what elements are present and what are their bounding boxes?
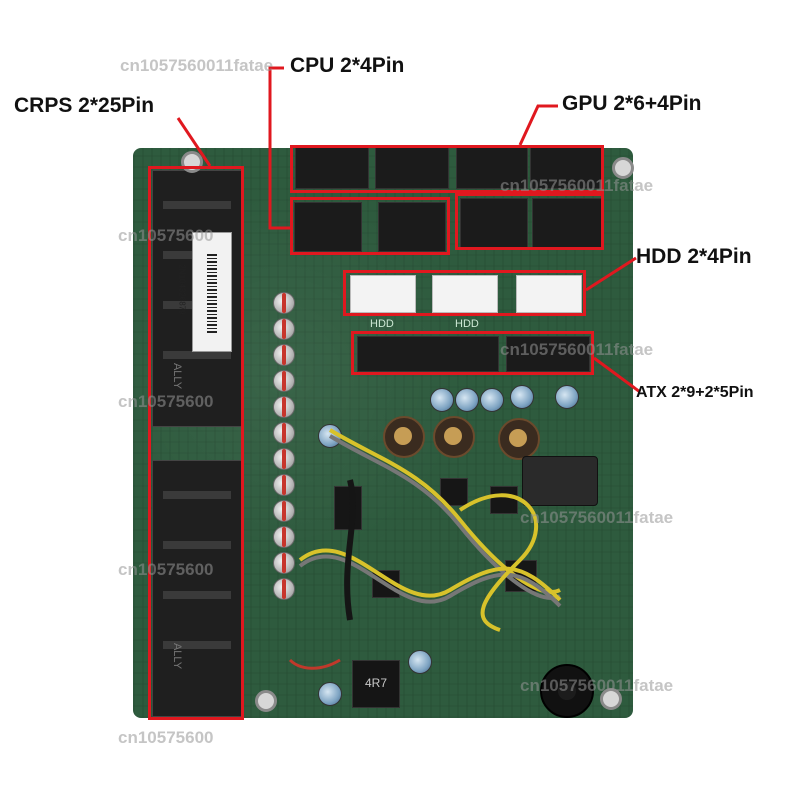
capacitor-blue [510, 385, 534, 409]
capacitor [273, 396, 295, 418]
atx-connector [506, 336, 590, 372]
wire-black [344, 479, 356, 621]
hdd-leader [585, 256, 637, 292]
capacitor-blue [480, 388, 504, 412]
crps-pin-row [163, 541, 231, 549]
hdd-connector [516, 275, 582, 313]
crps-pin-row [163, 201, 231, 209]
capacitor [273, 526, 295, 548]
watermark: cn1057560011fatae [500, 176, 654, 195]
watermark: cn10575600 [118, 392, 214, 411]
watermark: cn1057560011fatae [520, 508, 674, 527]
inductor-label: 4R7 [364, 676, 387, 690]
atx-connector [357, 336, 499, 372]
atx-label: ATX 2*9+2*5Pin [636, 384, 754, 401]
watermark: cn10575600 [118, 226, 214, 245]
gpu-connector [530, 147, 602, 189]
gpu-connector [456, 147, 528, 189]
buzzer [540, 664, 594, 718]
serial-sticker: 2N104326879 [178, 232, 232, 352]
inductor-coil [383, 416, 425, 458]
gpu-connector [532, 198, 602, 248]
watermark: cn1057560011fatae [500, 340, 654, 359]
gpu-highlight-box-top [290, 145, 604, 193]
inductor-4r7: 4R7 [352, 660, 400, 708]
crps-pin-row [163, 351, 231, 359]
cpu-connector [294, 202, 362, 252]
capacitor-blue [430, 388, 454, 412]
gpu-leader [518, 104, 558, 146]
hdd-silk-left: HDD [370, 318, 394, 330]
capacitor-blue [455, 388, 479, 412]
watermark: cn10575600 [118, 728, 214, 747]
cpu-leader [268, 66, 290, 230]
ic-chip [334, 486, 362, 530]
mounting-hole [612, 157, 634, 179]
crps-pin-row [163, 591, 231, 599]
inductor-coil [498, 418, 540, 460]
atx-highlight-box [351, 331, 594, 375]
capacitor [273, 474, 295, 496]
crps-slot-lower [152, 460, 242, 717]
hdd-connector [350, 275, 416, 313]
wire-yellow [328, 428, 561, 594]
crps-pin-row [163, 641, 231, 649]
hdd-label: HDD 2*4Pin [636, 245, 752, 268]
watermark: cn10575600 [118, 560, 214, 579]
atx-leader [593, 356, 641, 394]
wire-gray [328, 434, 561, 600]
mounting-hole [255, 690, 277, 712]
capacitor [273, 344, 295, 366]
mounting-hole [600, 688, 622, 710]
inductor-coil [433, 416, 475, 458]
power-switch [522, 456, 598, 506]
crps-leader [176, 117, 212, 167]
capacitor [273, 292, 295, 314]
hdd-silk-right: HDD [455, 318, 479, 330]
watermark: cn1057560011fatae [520, 676, 674, 695]
cpu-label: CPU 2*4Pin [290, 54, 405, 77]
capacitor [273, 448, 295, 470]
wire-red [288, 658, 341, 670]
gpu-connector [375, 147, 449, 189]
capacitor [273, 370, 295, 392]
hdd-highlight-box [343, 270, 586, 316]
cpu-highlight-box [290, 197, 450, 255]
wire-gray [298, 554, 562, 608]
capacitor [273, 500, 295, 522]
crps-pin-row [163, 491, 231, 499]
gpu-highlight-box-lower [455, 193, 604, 250]
capacitor [273, 552, 295, 574]
capacitor-blue [318, 682, 342, 706]
barcode [207, 253, 217, 333]
crps-label: CRPS 2*25Pin [14, 94, 155, 117]
cpu-connector [378, 202, 446, 252]
wire-yellow [298, 548, 562, 602]
gpu-label: GPU 2*6+4Pin [562, 92, 702, 115]
capacitor-blue [408, 650, 432, 674]
capacitor [273, 422, 295, 444]
wire-yellow [458, 493, 539, 632]
hdd-connector [432, 275, 498, 313]
capacitor-blue [555, 385, 579, 409]
capacitor [273, 318, 295, 340]
crps-highlight-box [148, 166, 244, 720]
capacitor [273, 578, 295, 600]
ic-chip [440, 478, 468, 506]
watermark: cn1057560011fatae [120, 56, 274, 75]
